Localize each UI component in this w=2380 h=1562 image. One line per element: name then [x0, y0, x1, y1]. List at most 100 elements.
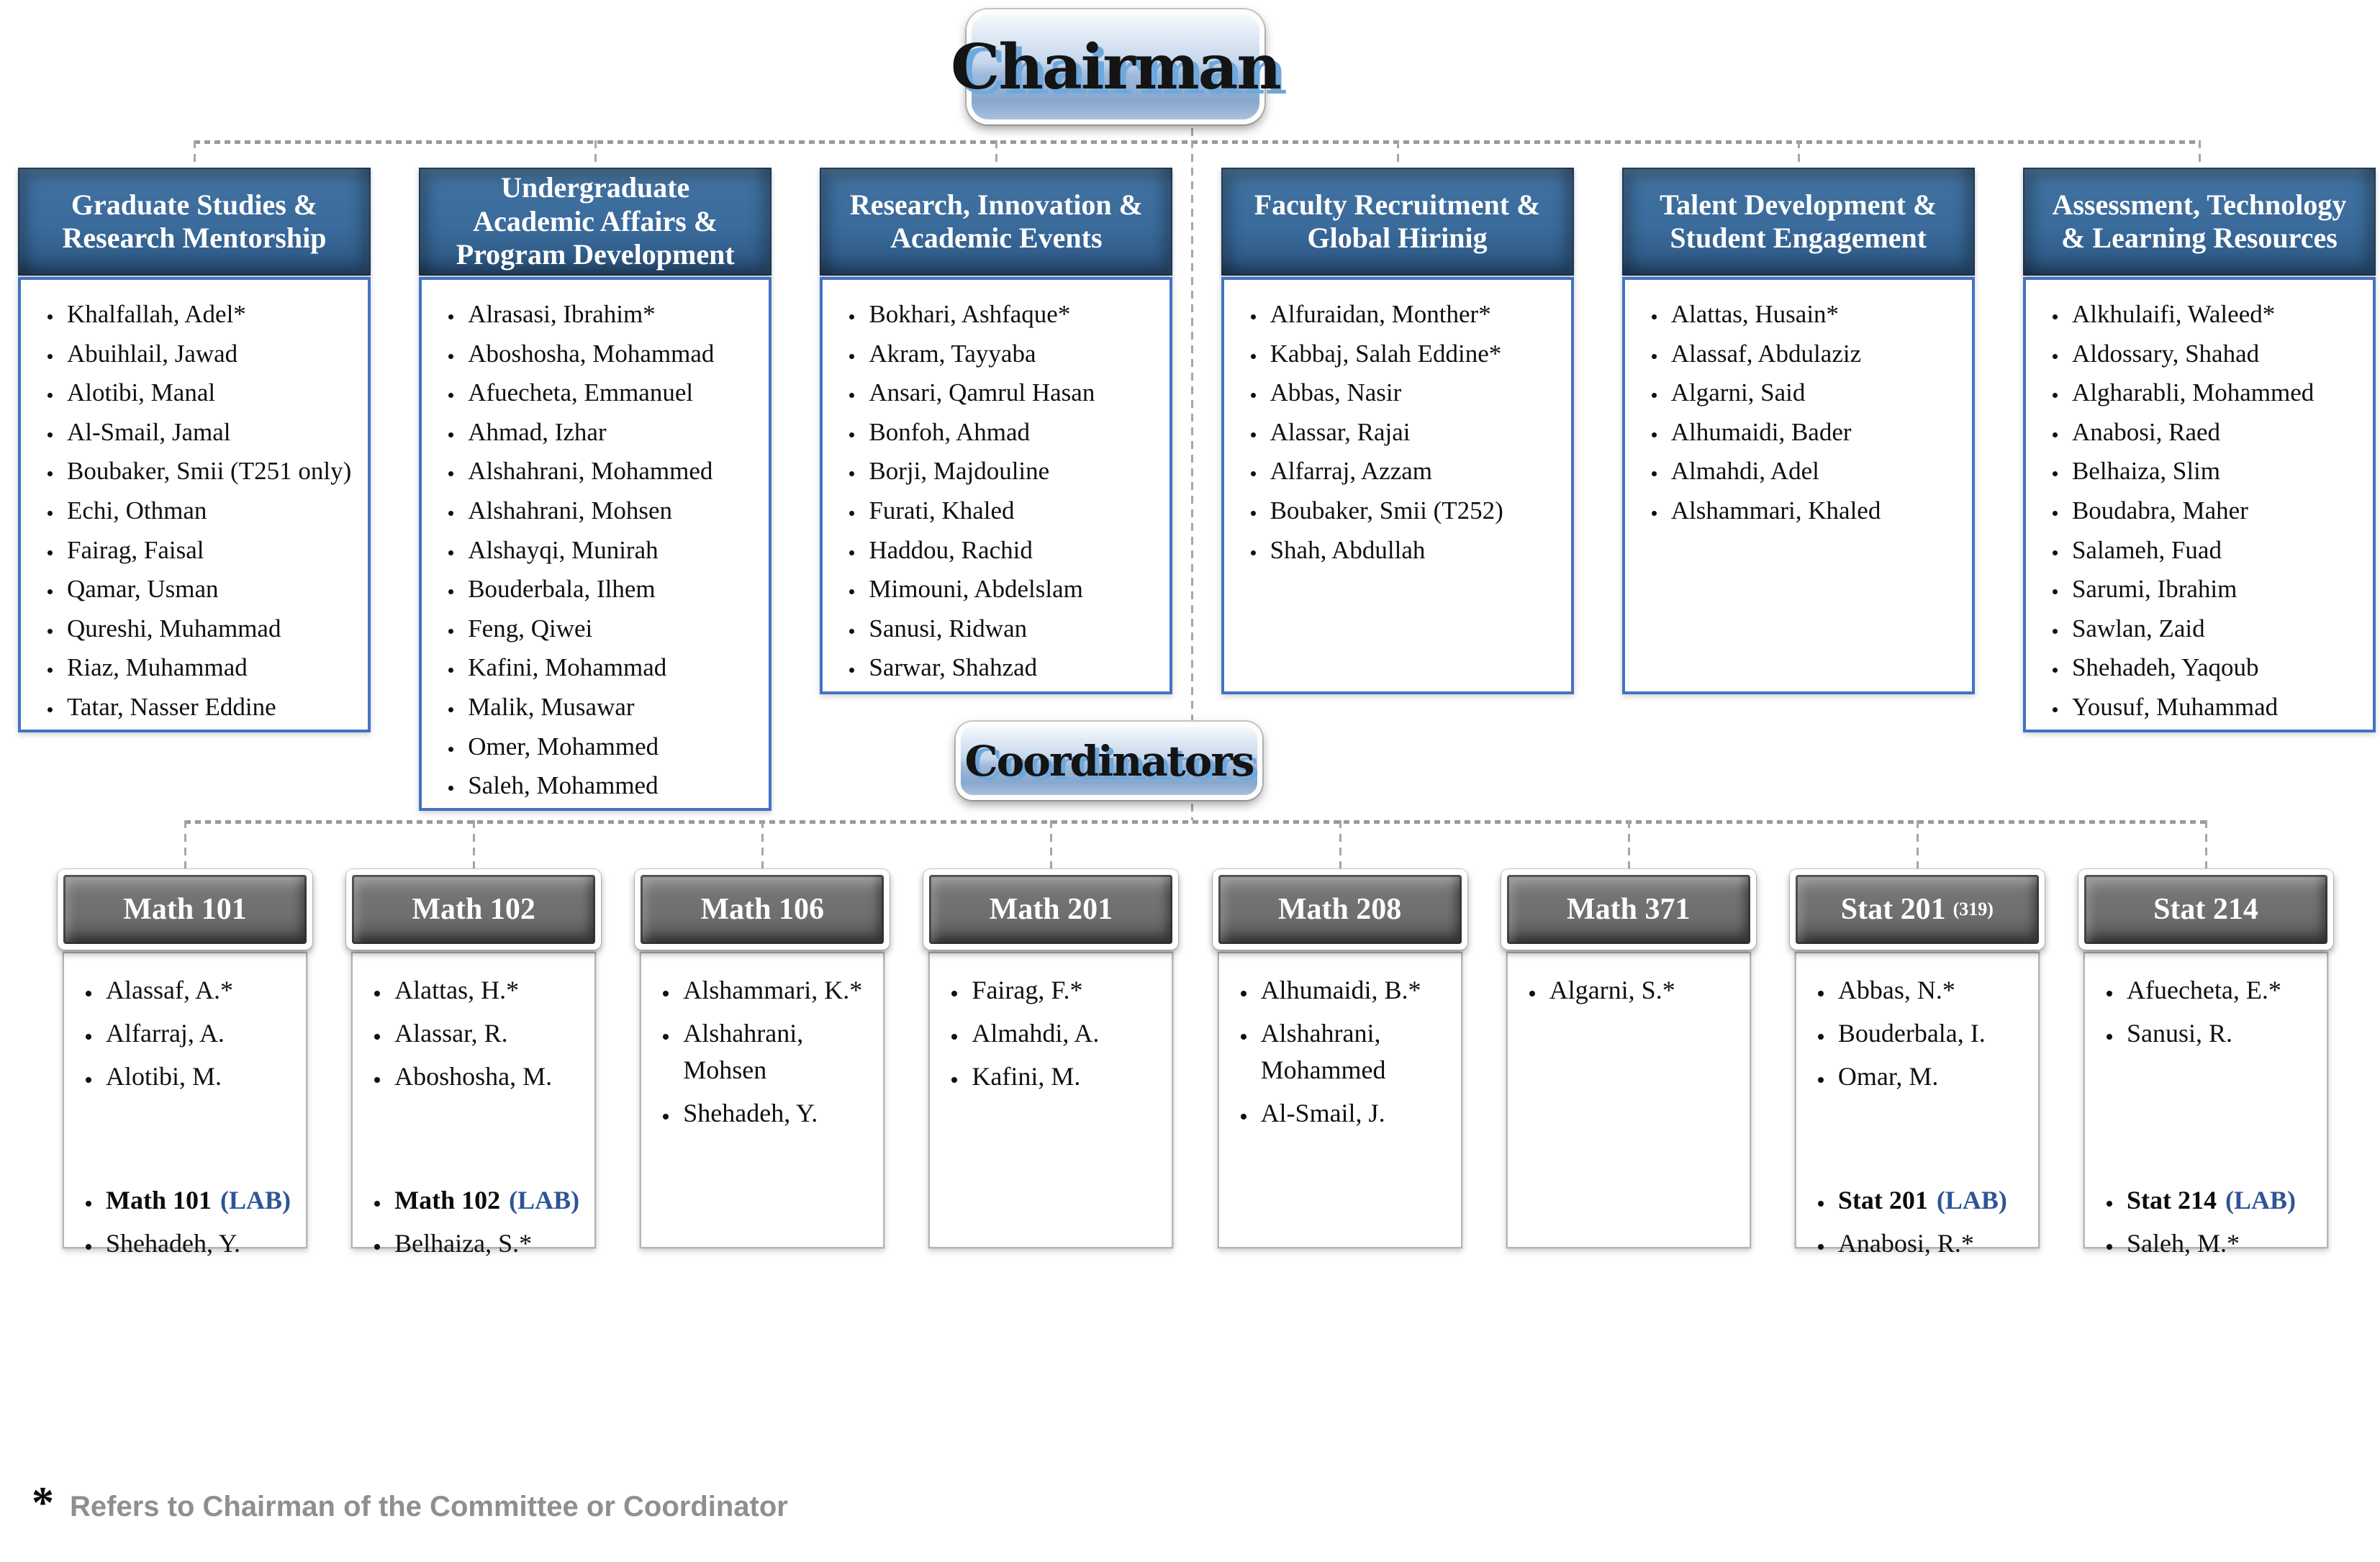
lab-tag: (LAB)	[509, 1186, 580, 1214]
member-item: Abuihlail, Jawad	[63, 337, 362, 371]
courses-row: Math 101 Alassaf, A.*Alfarraj, A.Alotibi…	[58, 869, 2333, 1258]
course-title: Math 101	[123, 893, 247, 926]
course-title: Stat 214	[2153, 893, 2258, 926]
committee-title: Talent Development & Student Engagement	[1660, 188, 1937, 254]
connector-line	[1191, 790, 1193, 820]
member-item: Alfarraj, Azzam	[1266, 454, 1565, 489]
course-member-list: Alhumaidi, B.*Alshahrani, MohammedAl-Sma…	[1219, 953, 1461, 1132]
lab-course-name: Stat 214	[2126, 1186, 2217, 1214]
member-item: Alattas, H.*	[390, 972, 592, 1009]
member-item: Aldossary, Shahad	[2068, 337, 2367, 371]
course-header-panel: Math 201	[929, 875, 1173, 944]
member-item: Alassar, Rajai	[1266, 415, 1565, 450]
member-item: Furati, Khaled	[864, 494, 1164, 528]
connector-line	[594, 140, 597, 168]
member-item: Alshammari, Khaled	[1667, 494, 1966, 528]
lab-course-name: Math 102	[394, 1186, 501, 1214]
member-item: Sarwar, Shahzad	[864, 650, 1164, 685]
member-item: Bouderbala, Ilhem	[463, 572, 763, 607]
member-item: Bouderbala, I.	[1834, 1015, 2035, 1052]
lab-tag: (LAB)	[2225, 1186, 2296, 1214]
member-item: Anabosi, Raed	[2068, 415, 2367, 450]
member-item: Alassar, R.	[390, 1015, 592, 1052]
chairman-title-badge: Chairman	[951, 9, 1282, 124]
course-header-panel: Math 208	[1218, 875, 1462, 944]
course-header-panel: Stat 201 (319)	[1795, 875, 2039, 944]
course-title: Math 208	[1277, 893, 1402, 926]
member-item: Shehadeh, Y.	[679, 1095, 880, 1132]
course-body: Alassaf, A.*Alfarraj, A.Alotibi, M. Math…	[63, 952, 307, 1258]
connector-line	[1050, 820, 1052, 869]
member-item: Sanusi, R.	[2122, 1015, 2324, 1052]
connector-line	[194, 140, 2201, 144]
committee-title: Faculty Recruitment & Global Hirinig	[1254, 188, 1541, 254]
member-item: Alfarraj, A.	[101, 1015, 303, 1052]
member-item: Boubaker, Smii (T251 only)	[63, 454, 362, 489]
member-item: Bonfoh, Ahmad	[864, 415, 1164, 450]
member-item: Abbas, N.*	[1834, 972, 2035, 1009]
course-header: Math 101	[58, 869, 312, 950]
course-member-list: Alattas, H.* Alassar, R. Aboshosha, M.	[353, 953, 594, 1095]
course-box: Stat 214 Afuecheta, E.* Sanusi, R. Stat 2…	[2078, 869, 2333, 1258]
member-item: Aboshosha, M.	[390, 1058, 592, 1095]
coordinators-label: Coordinators	[964, 736, 1254, 786]
connector-line	[1339, 820, 1341, 869]
member-item: Omar, M.	[1834, 1058, 2035, 1095]
course-lab-list: Stat 201(LAB)Anabosi, R.*	[1796, 1163, 2038, 1268]
member-item: Qamar, Usman	[63, 572, 362, 607]
course-box: Math 106 Alshammari, K.* Alshahrani, Mohs…	[635, 869, 890, 1248]
member-item: Boubaker, Smii (T252)	[1266, 494, 1565, 528]
lab-tag: (LAB)	[220, 1186, 291, 1214]
course-body: Alshammari, K.* Alshahrani, MohsenShehade…	[640, 952, 885, 1248]
member-item: Fairag, F.*	[967, 972, 1169, 1009]
lab-course-name: Stat 201	[1837, 1186, 1928, 1214]
member-item: Belhaiza, S.*	[390, 1225, 592, 1262]
committee-body: Khalfallah, Adel*Abuihlail, JawadAlotibi…	[18, 277, 371, 732]
course-member-list: Abbas, N.* Bouderbala, I. Omar, M.	[1796, 953, 2038, 1095]
member-item: Ahmad, Izhar	[463, 415, 763, 450]
course-title: Math 201	[989, 893, 1113, 926]
committee-box: Talent Development & Student Engagement …	[1621, 168, 1975, 694]
course-member-list: Afuecheta, E.* Sanusi, R.	[2085, 953, 2327, 1052]
course-body: Fairag, F.*Almahdi, A.Kafini, M.	[928, 952, 1174, 1248]
member-item: Alassaf, Abdulaziz	[1667, 337, 1966, 371]
course-box: Math 201 Fairag, F.*Almahdi, A.Kafini, M…	[923, 869, 1179, 1248]
member-item: Alfuraidan, Monther*	[1266, 297, 1565, 332]
member-item: Alshahrani, Mohsen	[679, 1015, 880, 1089]
member-item: Boudabra, Maher	[2068, 494, 2367, 528]
member-item: Shah, Abdullah	[1266, 533, 1565, 568]
member-item: Mimouni, Abdelslam	[864, 572, 1164, 607]
member-item: Almahdi, Adel	[1667, 454, 1966, 489]
course-header: Math 371	[1501, 869, 1756, 950]
course-header: Math 106	[635, 869, 890, 950]
chairman-label: Chairman	[951, 30, 1282, 104]
committee-member-list: Alattas, Husain*Alassaf, AbdulazizAlgarn…	[1625, 280, 1972, 528]
member-item: Belhaiza, Slim	[2068, 454, 2367, 489]
lab-course-item: Stat 214 (LAB)	[2122, 1182, 2324, 1219]
member-item: Afuecheta, E.*	[2122, 972, 2324, 1009]
course-body: Alattas, H.* Alassar, R. Aboshosha, M. Mat…	[351, 952, 597, 1258]
member-item: Akram, Tayyaba	[864, 337, 1164, 371]
committee-header: Graduate Studies & Research Mentorship	[18, 168, 371, 276]
member-item: Qureshi, Muhammad	[63, 612, 362, 646]
member-item: Alotibi, M.	[101, 1058, 303, 1095]
member-item: Shehadeh, Yaqoub	[2068, 650, 2367, 685]
course-member-list: Fairag, F.*Almahdi, A.Kafini, M.	[930, 953, 1172, 1095]
member-item: Alshahrani, Mohammed	[1257, 1015, 1458, 1089]
course-header: Math 208	[1212, 869, 1467, 950]
member-item: Algarni, S.*	[1545, 972, 1747, 1009]
course-title: Math 371	[1566, 893, 1691, 926]
member-item: Alattas, Husain*	[1667, 297, 1966, 332]
member-item: Alshammari, K.*	[679, 972, 880, 1009]
course-box: Math 371 Algarni, S.*	[1501, 869, 1756, 1248]
member-item: Ansari, Qamrul Hasan	[864, 376, 1164, 410]
member-item: Sawlan, Zaid	[2068, 612, 2367, 646]
member-item: Alhumaidi, B.*	[1257, 972, 1458, 1009]
course-title: Stat 201	[1840, 893, 1946, 926]
connector-line	[194, 140, 196, 168]
member-item: Almahdi, A.	[967, 1015, 1169, 1052]
course-lab-list: Math 101(LAB)Shehadeh, Y.	[64, 1163, 306, 1268]
member-item: Afuecheta, Emmanuel	[463, 376, 763, 410]
course-member-list: Algarni, S.*	[1508, 953, 1750, 1009]
